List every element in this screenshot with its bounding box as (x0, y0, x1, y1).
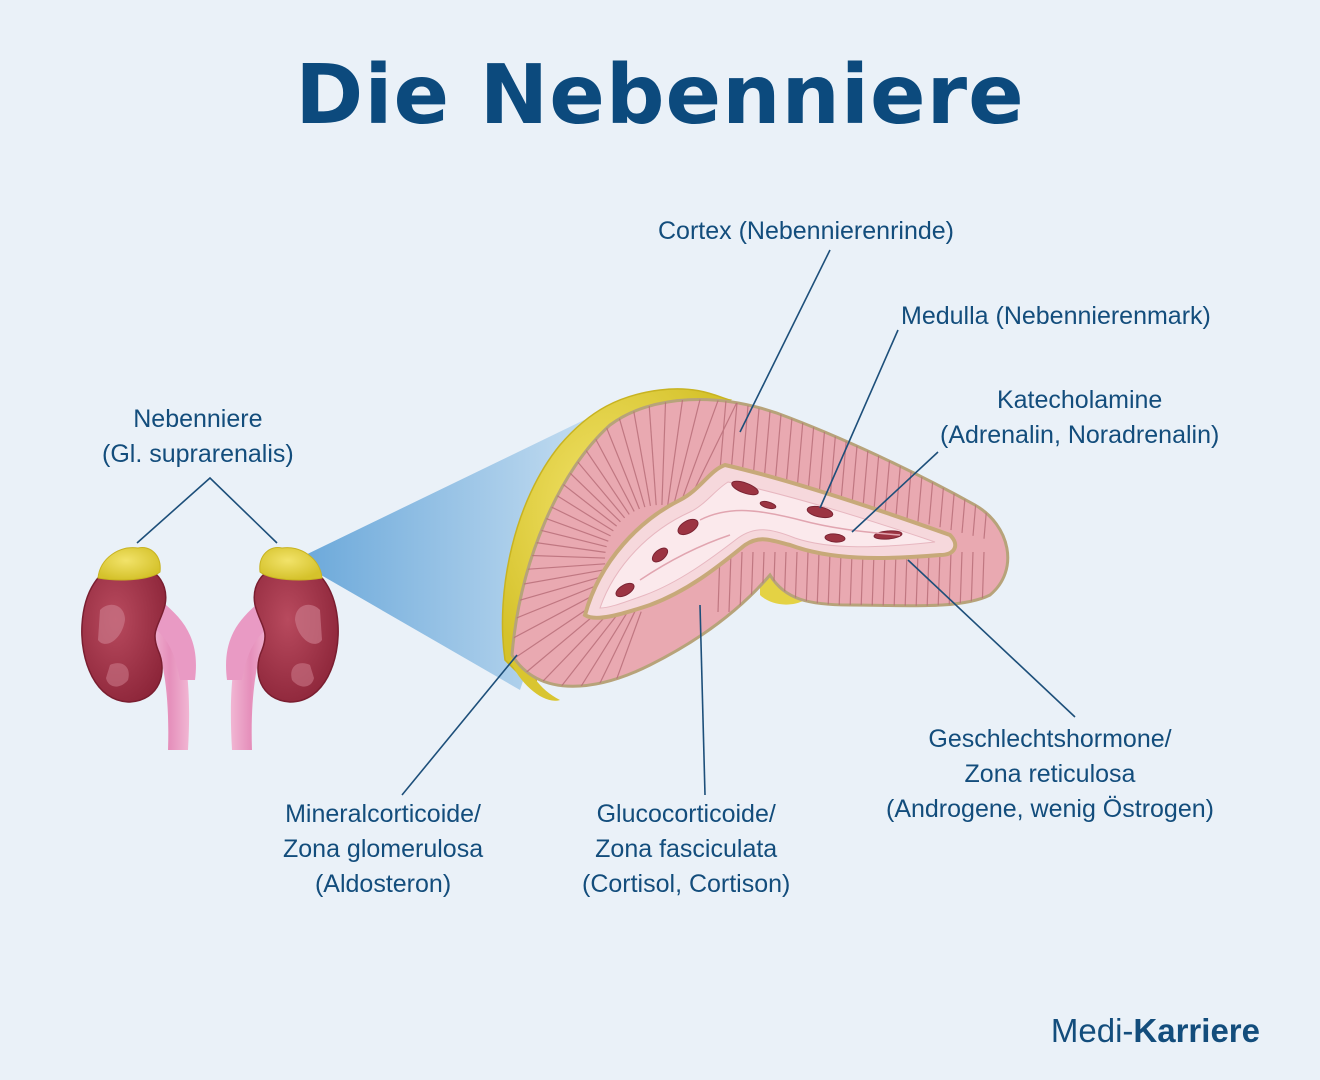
page-title: Die Nebenniere (295, 48, 1025, 143)
label-cortex: Cortex (Nebennierenrinde) (658, 217, 954, 245)
label-glucocorticoide: Glucocorticoide/ Zona fasciculata (Corti… (582, 800, 791, 898)
leader-lines (136, 249, 1076, 796)
label-nebenniere: Nebenniere (Gl. suprarenalis) (102, 405, 294, 468)
brand-bold: Karriere (1133, 1012, 1260, 1049)
adrenal-cross-section (501, 388, 1010, 701)
label-geschlechtshormone: Geschlechtshormone/ Zona reticulosa (And… (886, 725, 1214, 823)
kidneys-icon (81, 546, 339, 750)
label-medulla: Medulla (Nebennierenmark) (901, 302, 1211, 330)
label-mineralcorticoide: Mineralcorticoide/ Zona glomerulosa (Ald… (283, 800, 484, 898)
label-katecholamine: Katecholamine (Adrenalin, Noradrenalin) (940, 386, 1220, 449)
brand-regular: Medi- (1050, 1012, 1134, 1049)
brand-logo: Medi-Karriere (1051, 1012, 1260, 1050)
